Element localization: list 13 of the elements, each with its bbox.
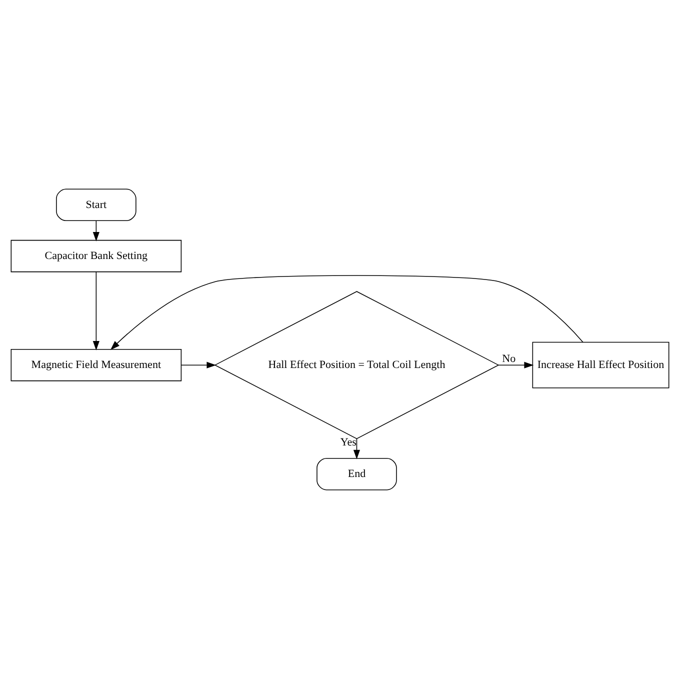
node-box: Magnetic Field Measurement [10,348,182,381]
arrow [498,361,534,368]
node-diamond: Hall Effect Position = Total Coil Length [214,290,500,439]
arrow [181,361,216,368]
node-box: Capacitor Bank Setting [10,239,182,272]
arrow [92,271,100,350]
node-box: Start [56,188,136,221]
arrow [110,274,584,350]
arrow [92,220,100,241]
node-box: Increase Hall Effect Position [532,341,670,388]
arrow [353,438,360,459]
edge-label: No [502,352,516,365]
node-box: End [316,457,397,490]
